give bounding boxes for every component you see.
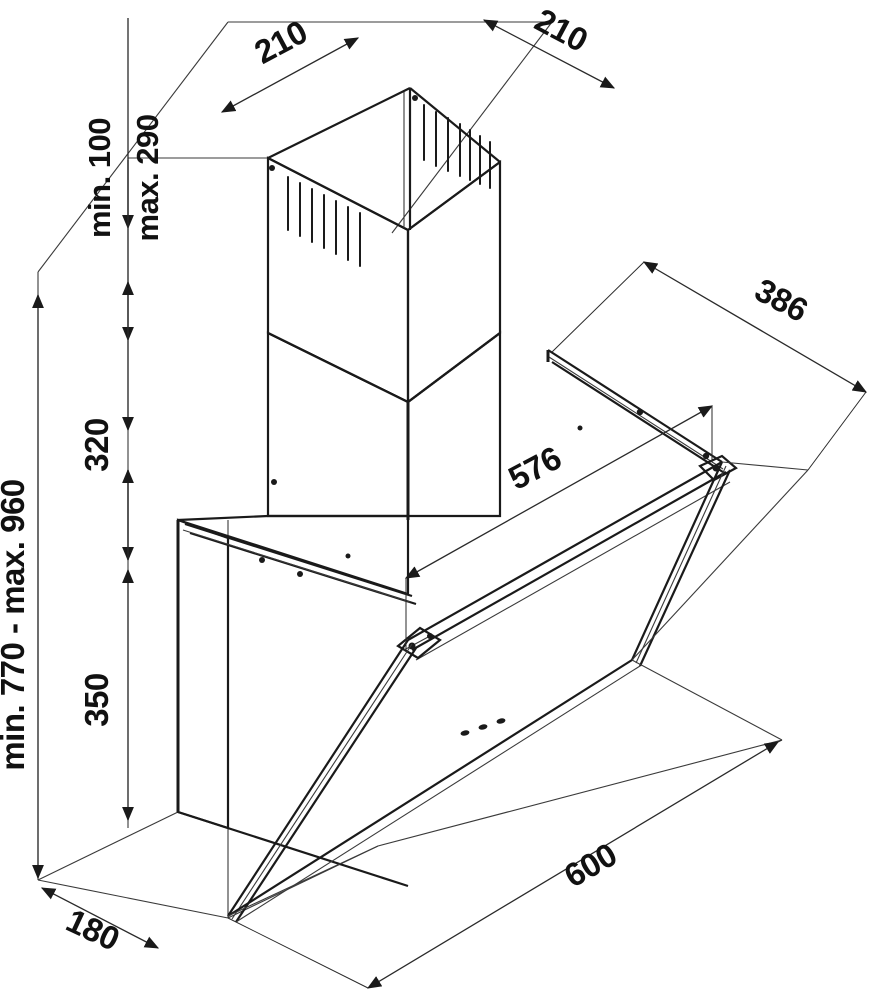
dim-label-body-height: 350	[78, 673, 115, 727]
dim-label-clearance-max: max. 290	[130, 115, 165, 242]
dim-label-chimney-height: 320	[78, 418, 115, 472]
footprint-construction	[227, 461, 809, 917]
screw-dot	[412, 95, 418, 101]
dim-label-total-height: min. 770 - max. 960	[0, 479, 31, 770]
ventilation-slots-left	[287, 176, 361, 267]
mounting-rail-upper	[546, 349, 727, 475]
dim-body-width	[404, 405, 714, 650]
control-panel-dots	[460, 718, 506, 736]
dim-label-body-depth: 180	[61, 901, 125, 957]
screw-dot	[271, 479, 277, 485]
hood-body	[176, 514, 417, 888]
dim-label-body-width: 576	[502, 439, 567, 497]
dim-hood-depth	[551, 261, 868, 471]
mounting-dot	[297, 571, 303, 577]
dim-hood-width	[227, 739, 783, 989]
chimney-upper-section	[266, 87, 502, 405]
dim-label-hood-depth: 386	[749, 271, 814, 329]
mounting-dot	[259, 557, 265, 563]
ventilation-slots-right	[423, 104, 491, 189]
chimney-lower-section	[266, 330, 502, 520]
dim-chimney-width-right	[482, 19, 616, 89]
dim-body-depth	[40, 887, 160, 949]
dim-label-chimney-width-right: 210	[529, 1, 594, 59]
dim-label-clearance-min: min. 100	[82, 118, 117, 238]
mounting-dot	[345, 553, 351, 559]
mounting-dot	[577, 425, 583, 431]
dim-label-hood-width: 600	[558, 836, 623, 895]
screw-dot	[269, 165, 275, 171]
dim-chimney-depth-left	[220, 37, 360, 113]
